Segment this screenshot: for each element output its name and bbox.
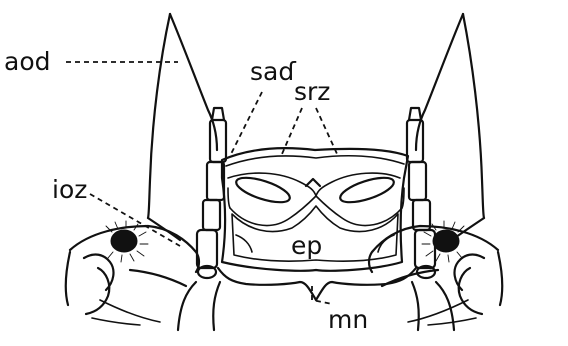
label-sad: saɗ [250,57,296,86]
label-ep: ep [291,231,322,260]
left-eye-icon [111,230,137,252]
sad-leader [230,92,262,156]
right-eye-icon [433,230,459,252]
left-rail [197,108,226,278]
left-eye-region [66,221,199,325]
label-ioz: ioz [52,175,87,204]
label-srz: srz [294,77,330,106]
label-aod: aod [4,47,50,76]
right-horn [416,14,484,240]
left-horn [148,14,217,240]
label-mn: mn [328,305,368,334]
